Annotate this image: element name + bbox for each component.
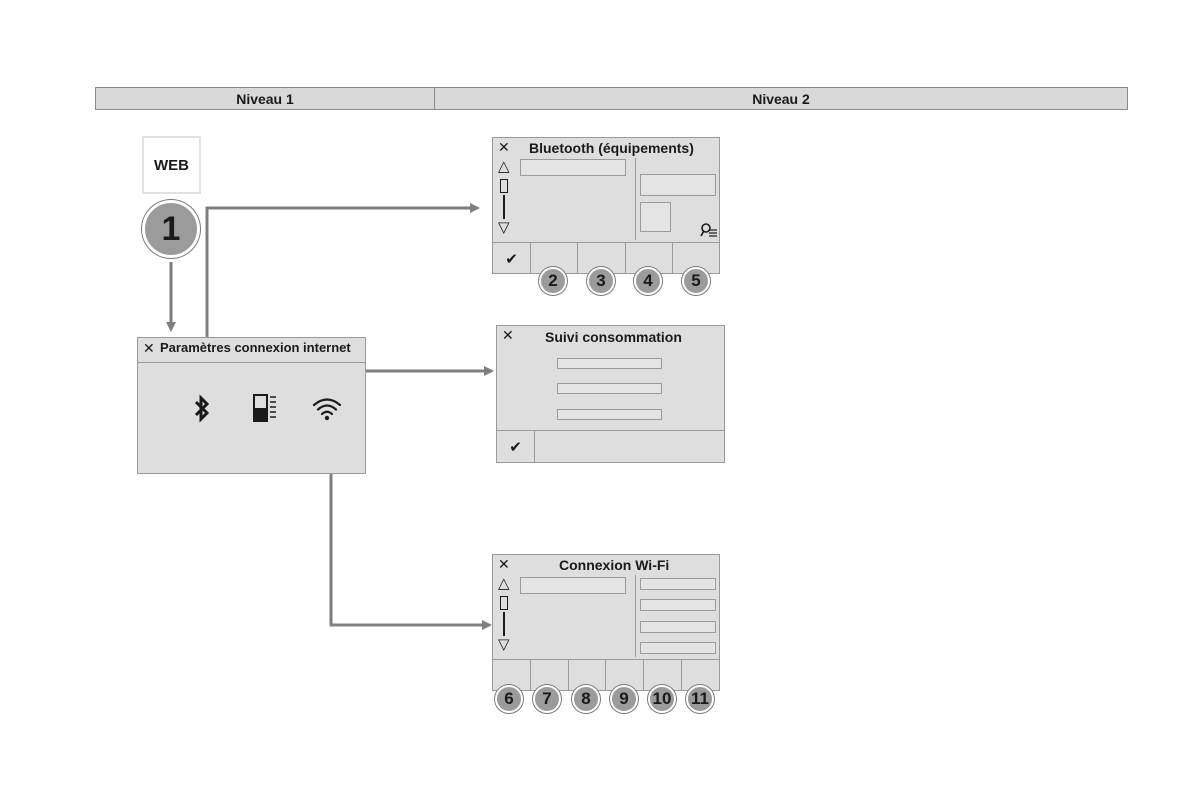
bluetooth-icon[interactable] bbox=[191, 393, 213, 425]
panel-divider bbox=[635, 575, 636, 657]
consumption-field-1 bbox=[557, 358, 662, 369]
scroll-down-icon[interactable]: ▽ bbox=[498, 219, 510, 236]
bluetooth-option-button-4[interactable] bbox=[624, 243, 672, 274]
wifi-option-button-7[interactable] bbox=[529, 660, 568, 691]
level-1-label: Niveau 1 bbox=[96, 88, 435, 109]
internet-settings-title: Paramètres connexion internet bbox=[160, 340, 351, 355]
consumption-field-2 bbox=[557, 383, 662, 394]
step-badge-5: 5 bbox=[682, 267, 710, 295]
close-icon[interactable]: ✕ bbox=[498, 556, 510, 572]
scroll-up-icon[interactable]: △ bbox=[498, 158, 510, 175]
wifi-info-field-1 bbox=[640, 578, 716, 590]
bluetooth-screen: ✕ Bluetooth (équipements) △ ▽ ✔ bbox=[492, 137, 720, 274]
bluetooth-option-button-3[interactable] bbox=[577, 243, 624, 274]
wifi-option-button-8[interactable] bbox=[567, 660, 606, 691]
consumption-screen: ✕ Suivi consommation ✔ bbox=[496, 325, 725, 463]
close-icon[interactable]: ✕ bbox=[502, 327, 514, 343]
internet-settings-screen: ✕ Paramètres connexion internet bbox=[137, 337, 366, 474]
consumption-screen-title: Suivi consommation bbox=[545, 329, 682, 345]
consumption-button-bar: ✔ bbox=[497, 430, 724, 463]
scrollbar-track bbox=[503, 195, 505, 219]
consumption-field-3 bbox=[557, 409, 662, 420]
step-badge-9: 9 bbox=[610, 685, 638, 713]
wifi-info-field-3 bbox=[640, 621, 716, 633]
bluetooth-option-button-2[interactable] bbox=[530, 243, 577, 274]
wifi-option-button-9[interactable] bbox=[605, 660, 643, 691]
close-icon[interactable]: ✕ bbox=[498, 139, 510, 155]
scrollbar-thumb[interactable] bbox=[500, 596, 508, 610]
step-badge-6: 6 bbox=[495, 685, 523, 713]
step-badge-3: 3 bbox=[587, 267, 615, 295]
device-search-icon[interactable] bbox=[700, 222, 718, 238]
level-2-label: Niveau 2 bbox=[752, 90, 810, 107]
step-badge-2: 2 bbox=[539, 267, 567, 295]
network-list-field[interactable] bbox=[520, 577, 626, 594]
level-header: Niveau 1 Niveau 2 bbox=[95, 87, 1128, 110]
step-badge-8: 8 bbox=[572, 685, 600, 713]
wifi-icon[interactable] bbox=[312, 397, 342, 421]
wifi-button-bar bbox=[493, 659, 719, 691]
wifi-screen-title: Connexion Wi-Fi bbox=[559, 557, 670, 573]
web-button[interactable]: WEB bbox=[142, 136, 201, 194]
close-icon[interactable]: ✕ bbox=[143, 340, 155, 356]
wifi-info-field-4 bbox=[640, 642, 716, 654]
confirm-button[interactable]: ✔ bbox=[505, 250, 518, 268]
wifi-screen: ✕ Connexion Wi-Fi △ ▽ bbox=[492, 554, 720, 691]
step-1-badge: 1 bbox=[142, 200, 200, 258]
scroll-up-icon[interactable]: △ bbox=[498, 575, 510, 592]
step-badge-7: 7 bbox=[533, 685, 561, 713]
scrollbar-track bbox=[503, 612, 505, 636]
device-info-field bbox=[640, 174, 716, 196]
scroll-down-icon[interactable]: ▽ bbox=[498, 636, 510, 653]
consumption-empty-button bbox=[534, 431, 724, 463]
device-list-field[interactable] bbox=[520, 159, 626, 176]
wifi-option-button-10[interactable] bbox=[643, 660, 681, 691]
bluetooth-button-bar: ✔ bbox=[493, 242, 719, 274]
panel-divider bbox=[635, 158, 636, 240]
wifi-option-button-11[interactable] bbox=[681, 660, 719, 691]
bluetooth-screen-title: Bluetooth (équipements) bbox=[529, 140, 694, 156]
wifi-info-field-2 bbox=[640, 599, 716, 611]
data-usage-icon[interactable] bbox=[253, 394, 281, 424]
confirm-button[interactable]: ✔ bbox=[509, 439, 522, 456]
scrollbar-thumb[interactable] bbox=[500, 179, 508, 193]
step-badge-10: 10 bbox=[648, 685, 676, 713]
device-image-field bbox=[640, 202, 671, 232]
arrow-wifi bbox=[329, 418, 492, 630]
bluetooth-option-button-5[interactable] bbox=[671, 243, 719, 274]
arrow-bluetooth bbox=[205, 203, 480, 384]
step-badge-4: 4 bbox=[634, 267, 662, 295]
step-badge-11: 11 bbox=[686, 685, 714, 713]
